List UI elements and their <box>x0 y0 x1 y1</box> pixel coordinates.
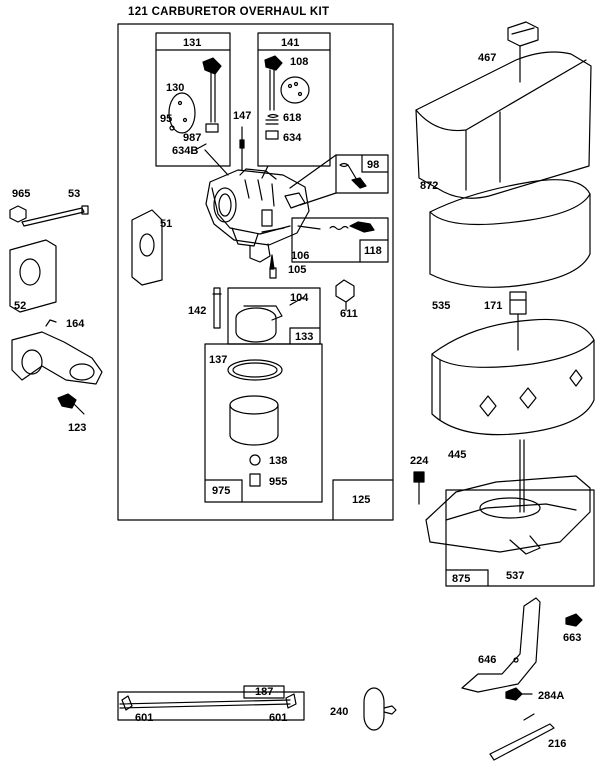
label-611: 611 <box>340 308 358 320</box>
part-240 <box>363 687 385 731</box>
label-537: 537 <box>506 570 525 582</box>
label-601-right: 601 <box>269 712 288 724</box>
label-187: 187 <box>255 686 274 698</box>
label-445: 445 <box>448 449 467 461</box>
throttle-parts <box>168 57 222 151</box>
label-51: 51 <box>160 218 173 230</box>
label-171: 171 <box>484 300 503 312</box>
label-133: 133 <box>295 331 314 343</box>
box-141 <box>257 32 331 167</box>
air-filter <box>431 318 595 436</box>
label-164: 164 <box>66 318 85 330</box>
label-104: 104 <box>290 292 309 304</box>
link-216 <box>489 723 555 761</box>
kit-title: 121 CARBURETOR OVERHAUL KIT <box>128 6 330 18</box>
label-975: 975 <box>212 485 231 497</box>
label-535: 535 <box>432 300 451 312</box>
label-125: 125 <box>352 494 371 506</box>
label-987: 987 <box>183 132 202 144</box>
label-147: 147 <box>233 110 252 122</box>
box-131 <box>155 32 231 167</box>
label-872: 872 <box>420 180 439 192</box>
label-106: 106 <box>291 250 310 262</box>
label-130: 130 <box>166 82 185 94</box>
label-634: 634 <box>283 132 302 144</box>
label-108: 108 <box>290 56 309 68</box>
label-955: 955 <box>269 476 288 488</box>
fuel-line-parts <box>117 685 305 721</box>
label-646: 646 <box>478 654 497 666</box>
label-618: 618 <box>283 112 302 124</box>
label-105: 105 <box>288 264 307 276</box>
label-123: 123 <box>68 422 87 434</box>
box-975 <box>204 343 323 503</box>
insulator-52 <box>9 239 57 313</box>
label-142: 142 <box>188 305 207 317</box>
label-224: 224 <box>410 455 429 467</box>
label-131: 131 <box>183 37 202 49</box>
carburetor-body <box>205 168 310 263</box>
air-cleaner-cover <box>415 51 592 199</box>
carb-stud-parts <box>9 205 89 227</box>
gasket-51 <box>131 209 163 286</box>
intake-164 <box>11 331 103 385</box>
label-141: 141 <box>281 37 300 49</box>
label-240: 240 <box>330 706 349 718</box>
label-601-left: 601 <box>135 712 154 724</box>
label-467: 467 <box>478 52 497 64</box>
label-95: 95 <box>160 113 173 125</box>
label-663: 663 <box>563 632 582 644</box>
label-284a: 284A <box>538 690 565 702</box>
label-875: 875 <box>452 573 471 585</box>
air-cleaner-base <box>425 439 591 555</box>
label-216: 216 <box>548 738 567 750</box>
pre-cleaner <box>429 179 591 288</box>
label-98: 98 <box>367 159 380 171</box>
label-138: 138 <box>269 455 288 467</box>
label-118: 118 <box>364 245 382 257</box>
kit-frame <box>117 23 394 521</box>
choke-parts <box>264 55 310 140</box>
box-875 <box>445 489 595 587</box>
label-965: 965 <box>12 188 31 200</box>
label-53: 53 <box>68 188 81 200</box>
label-137: 137 <box>209 354 228 366</box>
label-634b: 634B <box>172 145 199 157</box>
bracket-646 <box>461 597 541 693</box>
label-52: 52 <box>14 300 27 312</box>
